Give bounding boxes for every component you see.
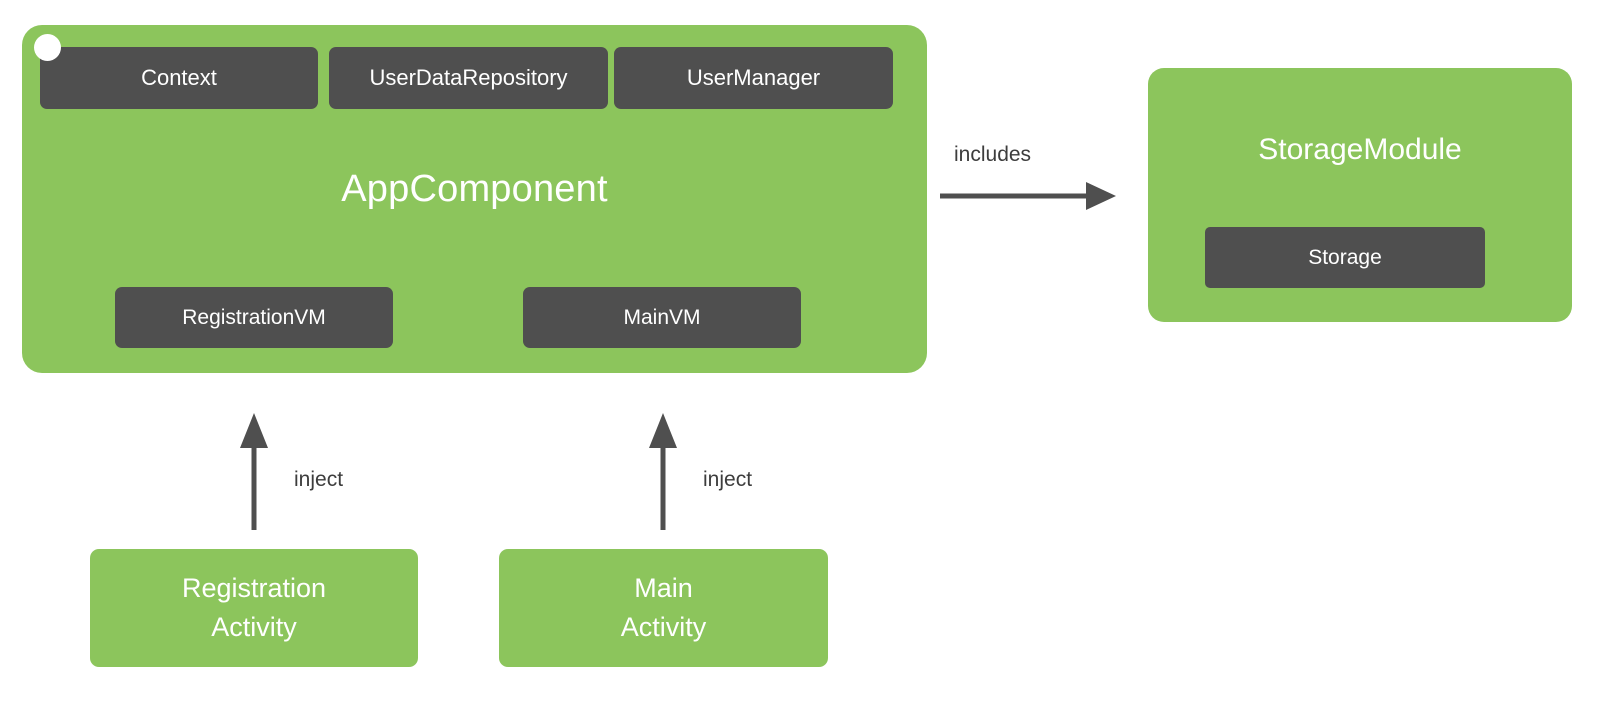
dependency-box-context[interactable]: Context <box>40 47 318 109</box>
viewmodel-box-mainvm[interactable]: MainVM <box>523 287 801 348</box>
inject-arrow-main-icon <box>649 413 677 530</box>
dependency-box-usermanager[interactable]: UserManager <box>614 47 893 109</box>
activity-box-main[interactable]: Main Activity <box>499 549 828 667</box>
edge-label-inject-main: inject <box>703 468 753 491</box>
storage-module-title: StorageModule <box>1258 133 1462 166</box>
inject-arrow-registration-icon <box>240 413 268 530</box>
viewmodel-box-registrationvm[interactable]: RegistrationVM <box>115 287 393 348</box>
edge-label-includes: includes <box>954 143 1032 166</box>
edge-label-inject-registration: inject <box>294 468 344 491</box>
provides-box-storage[interactable]: Storage <box>1205 227 1485 288</box>
activity-box-registration[interactable]: Registration Activity <box>90 549 418 667</box>
includes-arrow-icon <box>940 182 1116 210</box>
dependency-box-userdatarepository[interactable]: UserDataRepository <box>329 47 608 109</box>
app-component-title: AppComponent <box>341 168 608 210</box>
component-marker-dot <box>34 34 61 61</box>
